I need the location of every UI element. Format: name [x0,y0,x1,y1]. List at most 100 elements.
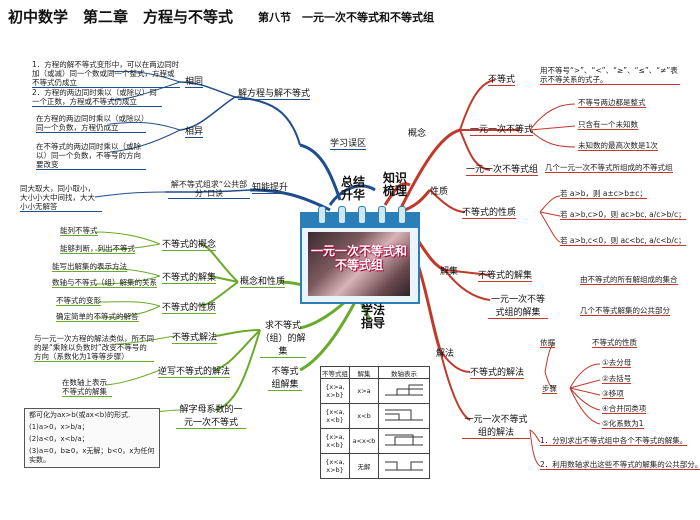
step-2: ②去括号 [602,374,632,384]
link-pr2 [94,305,161,319]
link-diff [179,96,236,131]
link-step4 [569,387,601,411]
table-header-numberline: 数轴表示 [378,366,430,379]
link-gs1 [529,429,541,443]
table-cell-solution: x<b [349,403,379,429]
step-4: ④合并同类项 [602,404,647,414]
node-linear-ineq-group: 一元一次不等式组 [466,162,539,176]
steps-label: 步骤 [542,384,557,394]
number-line-diagram [378,378,430,404]
node-concepts-props: 概念和性质 [240,274,286,288]
link-group-sol [299,301,357,372]
node-concept: 概念 [408,129,427,139]
link-step3 [569,387,601,396]
box-line-3: (2)a<0，x<b/a； [29,435,89,443]
hub-knowledge: 知识梳理 [382,172,408,198]
box-line-4: (3)a=0，b≥0，x无解；b<0，x为任何实数。 [29,447,155,464]
concept-item-1: 能列不等式 [60,226,98,236]
calendar-ring-icon [378,206,386,224]
center-title: 一元一次不等式和不等式组 [310,244,407,272]
link-eq-vs-ineq [234,96,301,146]
link-group-solset [444,269,491,301]
link-si1 [104,369,161,386]
link-same [179,81,236,98]
property-1: 若 a>b，则 a±c>b±c； [560,189,647,199]
link-steps [544,371,556,389]
hub-summary-label: 总结升华 [340,175,365,202]
hub-summary: 总结升华 [340,176,366,202]
table-cell-system: {x<a, x>b} [320,453,350,479]
node-linear-ineq: 一元一次不等式 [470,122,534,136]
table-header-system: 不等式组 [320,366,350,379]
link-concept [398,128,461,211]
page-title: 初中数学 第二章 方程与不等式 [8,8,234,26]
link-solve-group [299,300,346,330]
link-ineq-solving [439,349,471,373]
prop-item-1: 不等式的变形 [56,296,101,306]
link-p2 [539,211,561,217]
link-li3 [529,129,576,148]
flower-image [308,232,410,296]
linear-ineq-1: 不等号两边都是整式 [578,98,646,108]
node-group-solving: 一元一次不等式组的解法 [462,412,530,439]
link-inequality [459,79,496,131]
table-cell-solution: a<x<b [349,428,379,454]
mnemonic-text: 同大取大，同小取小，大小小大中间找，大大小小无解答 [20,184,102,212]
link-p3 [539,211,561,243]
letter-coefficient-box: 都可化为ax>b(或ax<b)的形式. (1)a>0，x>b/a； (2)a<0… [24,408,160,468]
link-cp-concept [199,243,239,283]
node-group-sol: 不等式组解集 [268,364,302,391]
link-mnemonic-2 [94,191,166,198]
node-concept-of-ineq: 不等式的概念 [162,237,217,251]
link-same-1 [109,70,181,83]
table-row: {x<a, x<b} x<b [320,403,430,429]
link-group-solving [439,349,471,421]
table-cell-system: {x>a, x<b} [320,428,350,454]
link-hub-knowledge [383,182,411,206]
step-5: ⑤化系数为1 [602,419,644,429]
link-p1 [539,195,561,213]
link-skill [249,188,331,212]
property-2: 若 a>b,c>0，则 ac>bc, a/c>b/c； [560,210,686,220]
group-solution-table: 不等式组 解集 数轴表示 {x>a, x>b} x>a {x<a, x<b} x… [320,366,430,479]
link-cp-prop [199,281,239,307]
same-item-1: 1．方程的解不等式变形中，可以在两边同时加（或减）同一个数或同一个整式，方程或不… [32,60,180,88]
node-review: 学习误区 [330,136,367,150]
node-property: 性质 [430,187,449,197]
calendar-ring-icon [358,206,366,224]
hub-method: 学法指导 [360,304,386,330]
link-basis [544,342,556,373]
link-hub-summary [328,184,376,206]
node-solving: 解法 [436,349,455,359]
link-step2 [569,379,601,389]
table-row: {x>a, x>b} x>a [320,378,430,404]
calendar-ring-icon [318,206,326,224]
linear-ineq-3: 未知数的最高次数是1次 [578,141,658,151]
link-step5 [569,387,601,425]
link-s2 [94,275,161,285]
number-line-diagram [378,403,430,429]
hub-method-label: 学法指导 [360,303,385,330]
link-s1 [94,267,161,277]
table-cell-solution: x>a [349,378,379,404]
property-3: 若 a>b,c<0，则 ac<bc, a/c<b/c； [560,236,686,246]
link-li2 [529,125,576,131]
node-sol-set-of-ineq: 不等式的解集 [162,270,217,284]
link-c1 [94,231,161,245]
calendar-ring-icon [338,206,346,224]
node-solve-group: 求不等式（组）的解集 [260,318,306,358]
link-ineq-prop [429,189,466,213]
step-3: ③移项 [602,389,624,399]
concept-item-2: 能够判断，列出不等式 [60,244,135,254]
basis-label: 依据 [540,338,555,348]
solset-item-1: 能写出解集的表示方法 [52,262,127,272]
node-ineq-solution-set: 不等式的解集 [478,268,533,282]
same-item-2: 2．方程的两边同时乘以（或除以）同一个正数，方程或不等式仍成立 [32,88,162,107]
table-cell-system: {x<a, x<b} [320,403,350,429]
box-line-1: 都可化为ax>b(或ax<b)的形式. [29,411,131,419]
group-solving-2: 2．利用数轴求出这些不等式的解集的公共部分。 [540,460,700,470]
calendar-ring-icon [398,206,406,224]
number-line-diagram [378,453,430,479]
table-header-row: 不等式组 解集 数轴表示 [320,366,430,379]
group-solution-set-def: 几个不等式解集的公共部分 [580,306,670,316]
